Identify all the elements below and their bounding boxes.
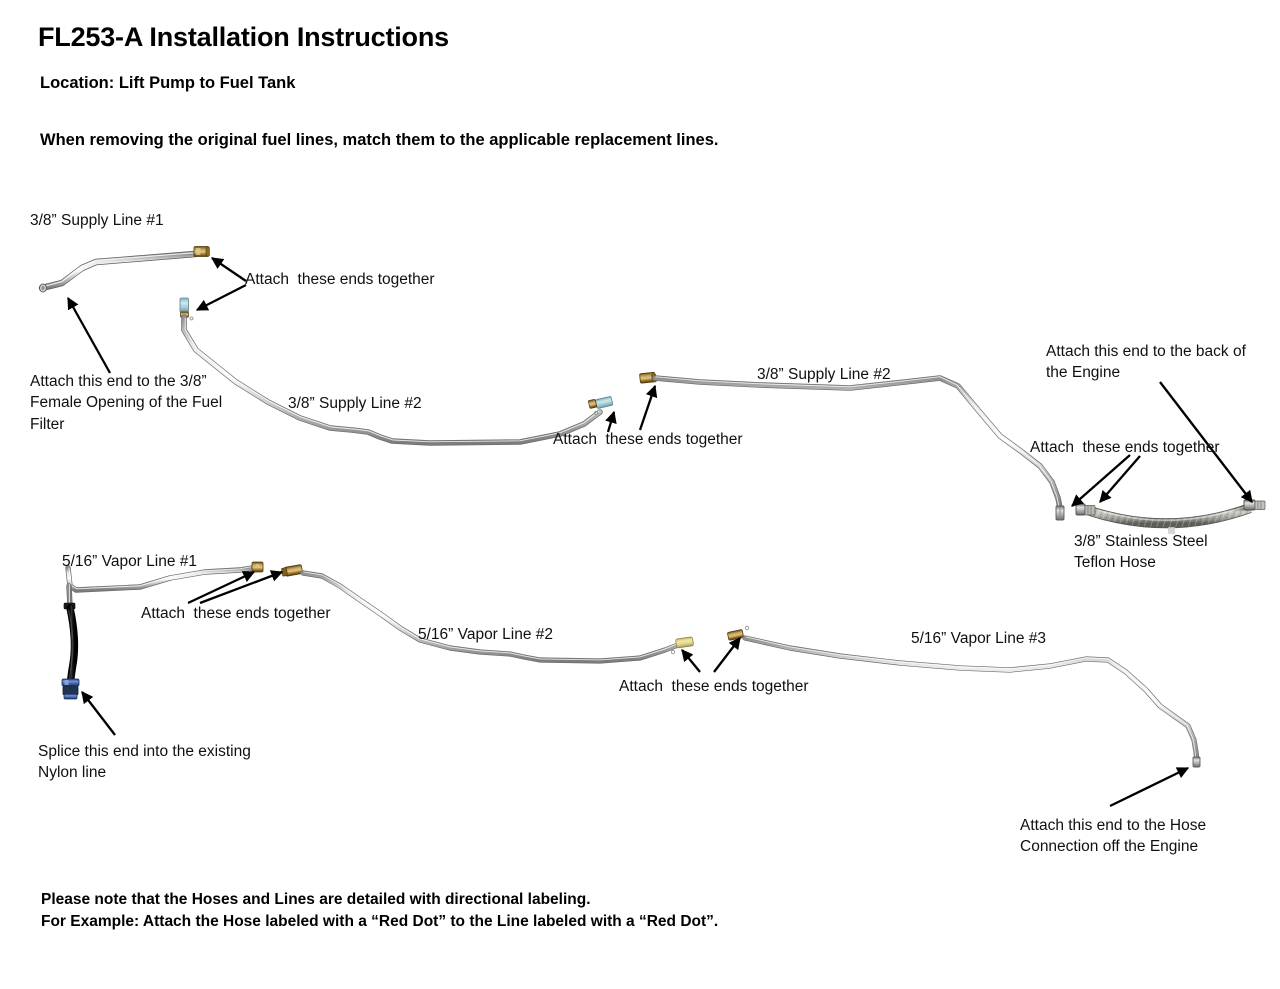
supply-line-2-left-pipe — [181, 314, 603, 446]
footer-note-line-2: For Example: Attach the Hose labeled wit… — [41, 913, 719, 930]
hose-right-fitting — [1243, 499, 1266, 511]
supply-line-2-right-brass-fitting — [639, 371, 657, 384]
label-vapor-line-3: 5/16” Vapor Line #3 — [911, 630, 1047, 647]
label-vapor-line-1: 5/16” Vapor Line #1 — [62, 553, 198, 570]
supply-line-1-pipe — [38, 250, 199, 293]
main-instruction: When removing the original fuel lines, m… — [40, 131, 719, 149]
page-title: FL253-A Installation Instructions — [38, 22, 449, 52]
arrow-hose-left-a — [1071, 454, 1131, 507]
vapor-line-2-gold-end-fitting — [670, 636, 694, 655]
label-supply-line-2-left: 3/8” Supply Line #2 — [288, 395, 422, 412]
vapor-line-1-blue-quick-connect — [61, 678, 80, 700]
label-vapor-line-2: 5/16” Vapor Line #2 — [418, 626, 554, 643]
supply-line-2-left-fitting — [179, 297, 194, 321]
arrow-vapor3-brass — [713, 637, 741, 673]
vapor-line-2-brass-start-fitting — [281, 564, 303, 577]
vapor-line-1-black-hose — [63, 602, 79, 694]
stainless-steel-teflon-hose — [1075, 499, 1266, 534]
location-subtitle: Location: Lift Pump to Fuel Tank — [40, 74, 296, 92]
arrow-vapor2-gold — [681, 649, 701, 673]
annotation-attach-ends-vapor2: Attach these ends together — [619, 678, 809, 695]
label-supply-line-2-right: 3/8” Supply Line #2 — [757, 366, 891, 383]
annotation-attach-ends-supply2: Attach these ends together — [553, 431, 743, 448]
vapor-line-1-pipe — [65, 565, 255, 609]
annotation-attach-ends-vapor1: Attach these ends together — [141, 605, 331, 622]
label-stainless-steel-teflon-hose: 3/8” Stainless Steel Teflon Hose — [1074, 533, 1208, 572]
vapor-line-2-pipe — [300, 570, 681, 664]
arrow-supply1-brass — [211, 257, 247, 282]
vapor-line-3-brass-start-fitting — [727, 625, 750, 641]
arrow-vapor1-left — [187, 570, 256, 605]
arrow-vapor1-right — [199, 570, 284, 605]
vapor-line-1-brass-end-fitting — [251, 561, 264, 573]
label-supply-line-1: 3/8” Supply Line #1 — [30, 212, 164, 229]
annotation-attach-ends-supply1: Attach these ends together — [245, 271, 435, 288]
vapor-line-3-pipe — [742, 635, 1201, 768]
arrow-splice-nylon — [81, 691, 116, 736]
supply-line-2-left-end-teal-fitting — [588, 396, 614, 415]
supply-line-1-brass-fitting — [193, 246, 210, 257]
annotation-attach-hose-connection: Attach this end to the Hose Connection o… — [1020, 817, 1207, 856]
footer-note-line-1: Please note that the Hoses and Lines are… — [41, 891, 591, 908]
arrow-supply2-brass — [638, 384, 658, 431]
annotation-attach-back-of-engine: Attach this end to the back of the Engin… — [1046, 343, 1246, 382]
arrow-supply1-teal — [195, 283, 247, 312]
hose-left-fitting — [1075, 503, 1096, 516]
arrow-hose-connection — [1109, 766, 1190, 808]
annotation-attach-fuel-filter: Attach this end to the 3/8” Female Openi… — [30, 373, 223, 433]
arrow-fuel-filter — [66, 296, 112, 374]
annotation-attach-ends-hose: Attach these ends together — [1030, 439, 1220, 456]
arrow-hose-left-b — [1099, 455, 1141, 503]
annotation-splice-nylon: Splice this end into the existing Nylon … — [38, 743, 251, 782]
